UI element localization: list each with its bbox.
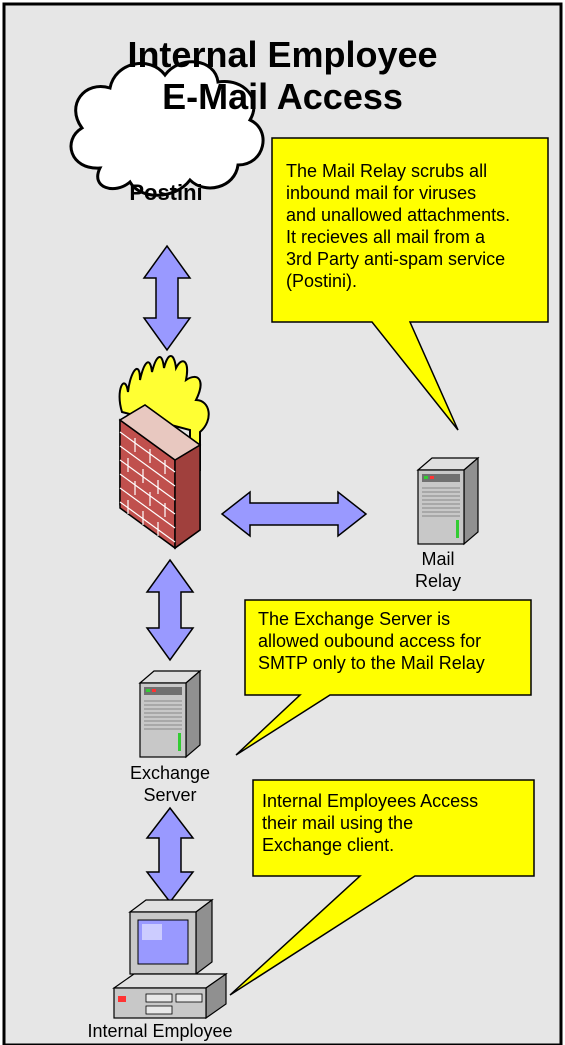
exchange-label-line2: Server bbox=[143, 785, 197, 805]
callout-mail-relay-line: 3rd Party anti-spam service bbox=[286, 249, 506, 269]
callout-employee-line: Exchange client. bbox=[262, 835, 395, 855]
internal-employee-label: Internal Employee bbox=[87, 1021, 233, 1041]
callout-mail-relay bbox=[271, 137, 549, 431]
postini-cloud-icon bbox=[69, 60, 265, 197]
mail-relay-server-icon bbox=[416, 456, 480, 546]
callout-mail-relay-text: The Mail Relay scrubs all inbound mail f… bbox=[286, 160, 510, 292]
arrow-cloud-firewall bbox=[142, 244, 192, 352]
callout-mail-relay-line: The Mail Relay scrubs all bbox=[286, 161, 488, 181]
callout-exchange-line: allowed oubound access for bbox=[258, 631, 482, 651]
mail-relay-label: Mail Relay bbox=[398, 548, 478, 592]
callout-employee-line: their mail using the bbox=[262, 813, 414, 833]
exchange-server-label: Exchange Server bbox=[110, 762, 230, 806]
callout-employee-line: Internal Employees Access bbox=[262, 791, 479, 811]
callout-mail-relay-line: It recieves all mail from a bbox=[286, 227, 486, 247]
callout-exchange-line: SMTP only to the Mail Relay bbox=[258, 653, 485, 673]
callout-exchange-server bbox=[235, 599, 532, 756]
callout-employee-text: Internal Employees Access their mail usi… bbox=[262, 790, 478, 856]
employee-computer-icon bbox=[112, 898, 228, 1020]
callout-mail-relay-line: and unallowed attachments. bbox=[286, 205, 511, 225]
firewall-icon bbox=[118, 355, 210, 550]
postini-label: Postini bbox=[129, 180, 203, 205]
diagram-title-line2: E-Mail Access bbox=[162, 76, 403, 117]
arrow-firewall-relay bbox=[220, 490, 368, 538]
exchange-label-line1: Exchange bbox=[129, 763, 211, 783]
exchange-server-icon bbox=[138, 669, 202, 759]
mail-relay-label-line1: Mail bbox=[421, 549, 455, 569]
mail-relay-label-line2: Relay bbox=[414, 571, 462, 591]
arrow-firewall-exchange bbox=[145, 558, 195, 662]
diagram-title-line1: Internal Employee bbox=[127, 34, 438, 75]
callout-exchange-text: The Exchange Server is allowed oubound a… bbox=[258, 608, 485, 674]
callout-internal-employee bbox=[229, 779, 535, 996]
callout-exchange-line: The Exchange Server is bbox=[258, 609, 451, 629]
callout-mail-relay-line: inbound mail for viruses bbox=[286, 183, 477, 203]
callout-mail-relay-line: (Postini). bbox=[286, 271, 358, 291]
